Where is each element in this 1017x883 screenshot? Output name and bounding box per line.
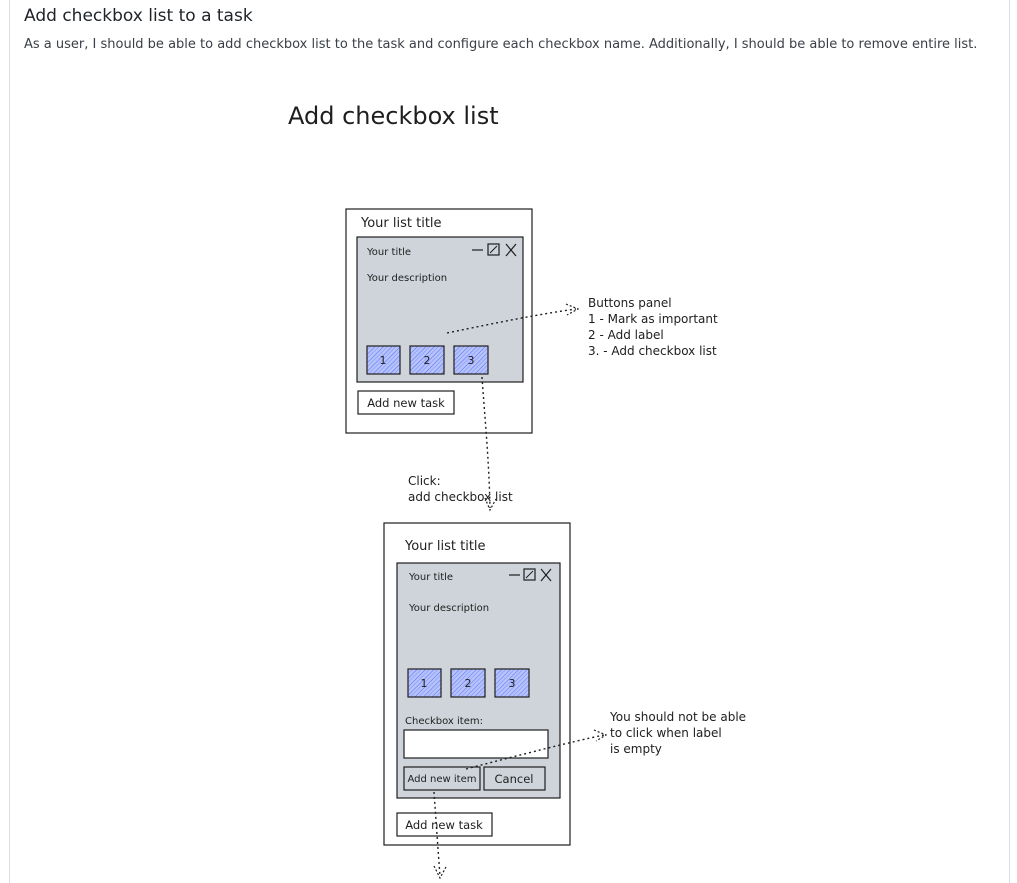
button-label: 3 bbox=[468, 354, 475, 367]
expanded-task-card: Your title Your description 1 2 3 bbox=[396, 562, 561, 799]
story-description: As a user, I should be able to add check… bbox=[24, 37, 978, 52]
checkbox-item-label: Checkbox item: bbox=[405, 716, 483, 727]
task-title: Your title bbox=[408, 572, 453, 583]
note-line: add checkbox list bbox=[408, 490, 513, 504]
list-title: Your list title bbox=[360, 216, 442, 231]
add-new-task-label: Add new task bbox=[367, 396, 445, 410]
add-new-task-label: Add new task bbox=[405, 818, 483, 832]
story-title: Add checkbox list to a task bbox=[24, 6, 253, 26]
button-label: 1 bbox=[380, 354, 387, 367]
button-label: 1 bbox=[421, 677, 428, 690]
note-line: 1 - Mark as important bbox=[588, 312, 718, 326]
checkbox-item-input[interactable] bbox=[403, 729, 549, 759]
button-label: 3 bbox=[509, 677, 516, 690]
task-card: Your title Your description 1 2 3 bbox=[356, 236, 524, 383]
empty-label-note: You should not be able to click when lab… bbox=[609, 710, 746, 756]
story-panel bbox=[9, 0, 1010, 883]
button-label: 2 bbox=[465, 677, 472, 690]
empty-note-arrow bbox=[465, 729, 608, 770]
task-description: Your description bbox=[366, 273, 447, 284]
list-title: Your list title bbox=[404, 539, 486, 554]
edit-icon[interactable] bbox=[487, 243, 500, 256]
note-line: to click when label bbox=[610, 726, 722, 740]
add-checkbox-list-button[interactable]: 3 bbox=[494, 668, 530, 698]
cancel-button[interactable]: Cancel bbox=[483, 766, 546, 791]
mark-important-button[interactable]: 1 bbox=[407, 668, 442, 698]
click-note: Click: add checkbox list bbox=[408, 474, 513, 504]
click-arrow bbox=[481, 376, 497, 512]
mark-important-button[interactable]: 1 bbox=[366, 345, 401, 375]
add-label-button[interactable]: 2 bbox=[450, 668, 486, 698]
buttons-note-arrow bbox=[446, 303, 580, 334]
button-label: 2 bbox=[424, 354, 431, 367]
add-new-item-label: Add new item bbox=[408, 774, 477, 785]
expanded-list-card: Your list title Your title Your descript… bbox=[383, 522, 571, 846]
add-new-task-button[interactable]: Add new task bbox=[396, 812, 493, 837]
add-new-task-button[interactable]: Add new task bbox=[357, 390, 455, 415]
close-icon[interactable] bbox=[540, 568, 552, 582]
task-description: Your description bbox=[408, 603, 489, 614]
list-card: Your list title Your title Your descript… bbox=[345, 208, 533, 434]
add-new-item-button[interactable]: Add new item bbox=[403, 766, 481, 791]
close-icon[interactable] bbox=[505, 243, 517, 257]
note-line: Buttons panel bbox=[588, 296, 672, 310]
note-line: is empty bbox=[610, 742, 662, 756]
note-line: Click: bbox=[408, 474, 441, 488]
cancel-label: Cancel bbox=[495, 772, 534, 786]
note-line: 3. - Add checkbox list bbox=[588, 344, 717, 358]
next-step-arrow bbox=[433, 791, 447, 880]
task-title: Your title bbox=[366, 247, 411, 258]
note-line: 2 - Add label bbox=[588, 328, 664, 342]
edit-icon[interactable] bbox=[523, 568, 536, 581]
diagram-title: Add checkbox list bbox=[288, 102, 499, 130]
add-checkbox-list-button[interactable]: 3 bbox=[453, 345, 489, 375]
note-line: You should not be able bbox=[609, 710, 746, 724]
buttons-panel-note: Buttons panel 1 - Mark as important 2 - … bbox=[588, 296, 718, 358]
add-label-button[interactable]: 2 bbox=[409, 345, 445, 375]
